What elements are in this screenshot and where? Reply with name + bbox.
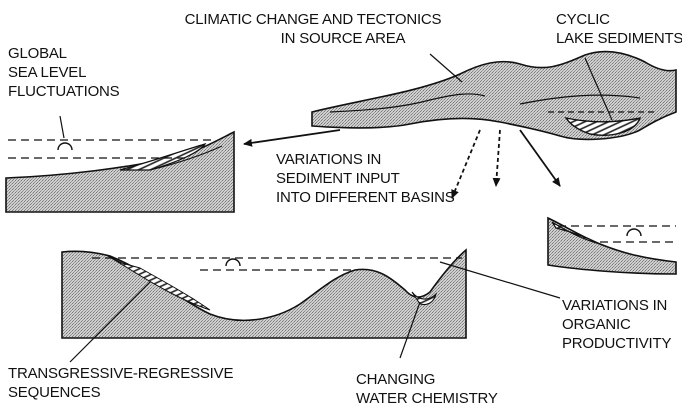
label-transgressive-line2: SEQUENCES xyxy=(8,384,101,401)
label-sediment-input: VARIATIONS IN SEDIMENT INPUT INTO DIFFER… xyxy=(276,150,455,207)
sediment-input-arrows xyxy=(243,129,561,199)
leader-climatic xyxy=(429,53,463,83)
label-cyclic-line2: LAKE SEDIMENTS xyxy=(556,30,682,47)
label-cyclic-lake: CYCLIC LAKE SEDIMENTS xyxy=(556,10,682,48)
label-sediment-line3: INTO DIFFERENT BASINS xyxy=(276,189,455,206)
arrow-to-basin-mid xyxy=(492,129,501,187)
leader-cyclic-lake xyxy=(584,57,613,121)
leader-water-chem xyxy=(399,301,421,359)
label-climatic-line1: CLIMATIC CHANGE AND TECTONICS xyxy=(184,11,442,28)
lower-basin-section xyxy=(61,248,467,339)
label-water-chemistry: CHANGING WATER CHEMISTRY xyxy=(356,370,498,408)
right-basin-section xyxy=(547,216,677,275)
sea-level-symbol-right-icon xyxy=(626,228,642,237)
label-organic-line2: ORGANIC xyxy=(562,316,631,333)
label-sediment-line2: SEDIMENT INPUT xyxy=(276,170,400,187)
arrow-to-coast xyxy=(243,129,341,147)
leader-lines xyxy=(59,53,613,363)
label-organic-productivity: VARIATIONS IN ORGANIC PRODUCTIVITY xyxy=(562,296,671,353)
arrow-to-basin-right xyxy=(519,129,561,187)
label-organic-line1: VARIATIONS IN xyxy=(562,297,668,314)
label-water-line1: CHANGING xyxy=(356,371,436,388)
coastal-sea-level-section xyxy=(5,130,235,213)
leader-sea-level xyxy=(59,115,65,139)
label-climatic-change: CLIMATIC CHANGE AND TECTONICS IN SOURCE … xyxy=(180,10,446,48)
source-area-mountains xyxy=(311,50,677,141)
label-sediment-line1: VARIATIONS IN xyxy=(276,151,382,168)
label-global-line3: FLUCTUATIONS xyxy=(8,83,120,100)
sea-level-symbol-basin-icon xyxy=(225,258,241,267)
label-water-line2: WATER CHEMISTRY xyxy=(356,390,498,407)
label-organic-line3: PRODUCTIVITY xyxy=(562,335,672,352)
label-cyclic-line1: CYCLIC xyxy=(556,11,610,28)
sea-level-symbol-icon xyxy=(57,142,73,151)
leader-organic xyxy=(439,261,561,299)
label-global-sea-level: GLOBAL SEA LEVEL FLUCTUATIONS xyxy=(8,44,120,101)
label-transgressive: TRANSGRESSIVE-REGRESSIVE SEQUENCES xyxy=(8,364,233,402)
label-global-line1: GLOBAL xyxy=(8,45,67,62)
label-global-line2: SEA LEVEL xyxy=(8,64,87,81)
leader-transgressive xyxy=(69,281,151,363)
label-transgressive-line1: TRANSGRESSIVE-REGRESSIVE xyxy=(8,365,234,382)
label-climatic-line2: IN SOURCE AREA xyxy=(280,30,406,47)
arrow-to-basin-left xyxy=(451,129,481,199)
